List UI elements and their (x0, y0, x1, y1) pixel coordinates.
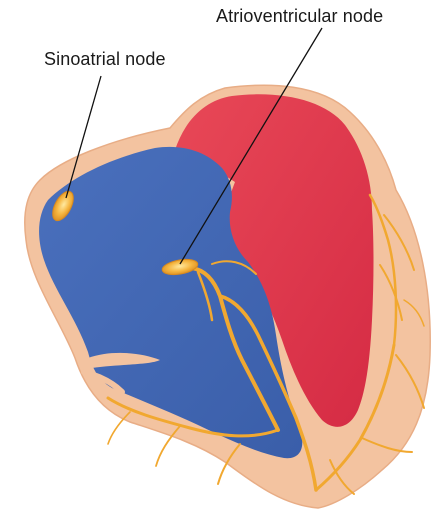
sa-node-label: Sinoatrial node (44, 49, 166, 70)
av-node-label: Atrioventricular node (216, 6, 383, 27)
